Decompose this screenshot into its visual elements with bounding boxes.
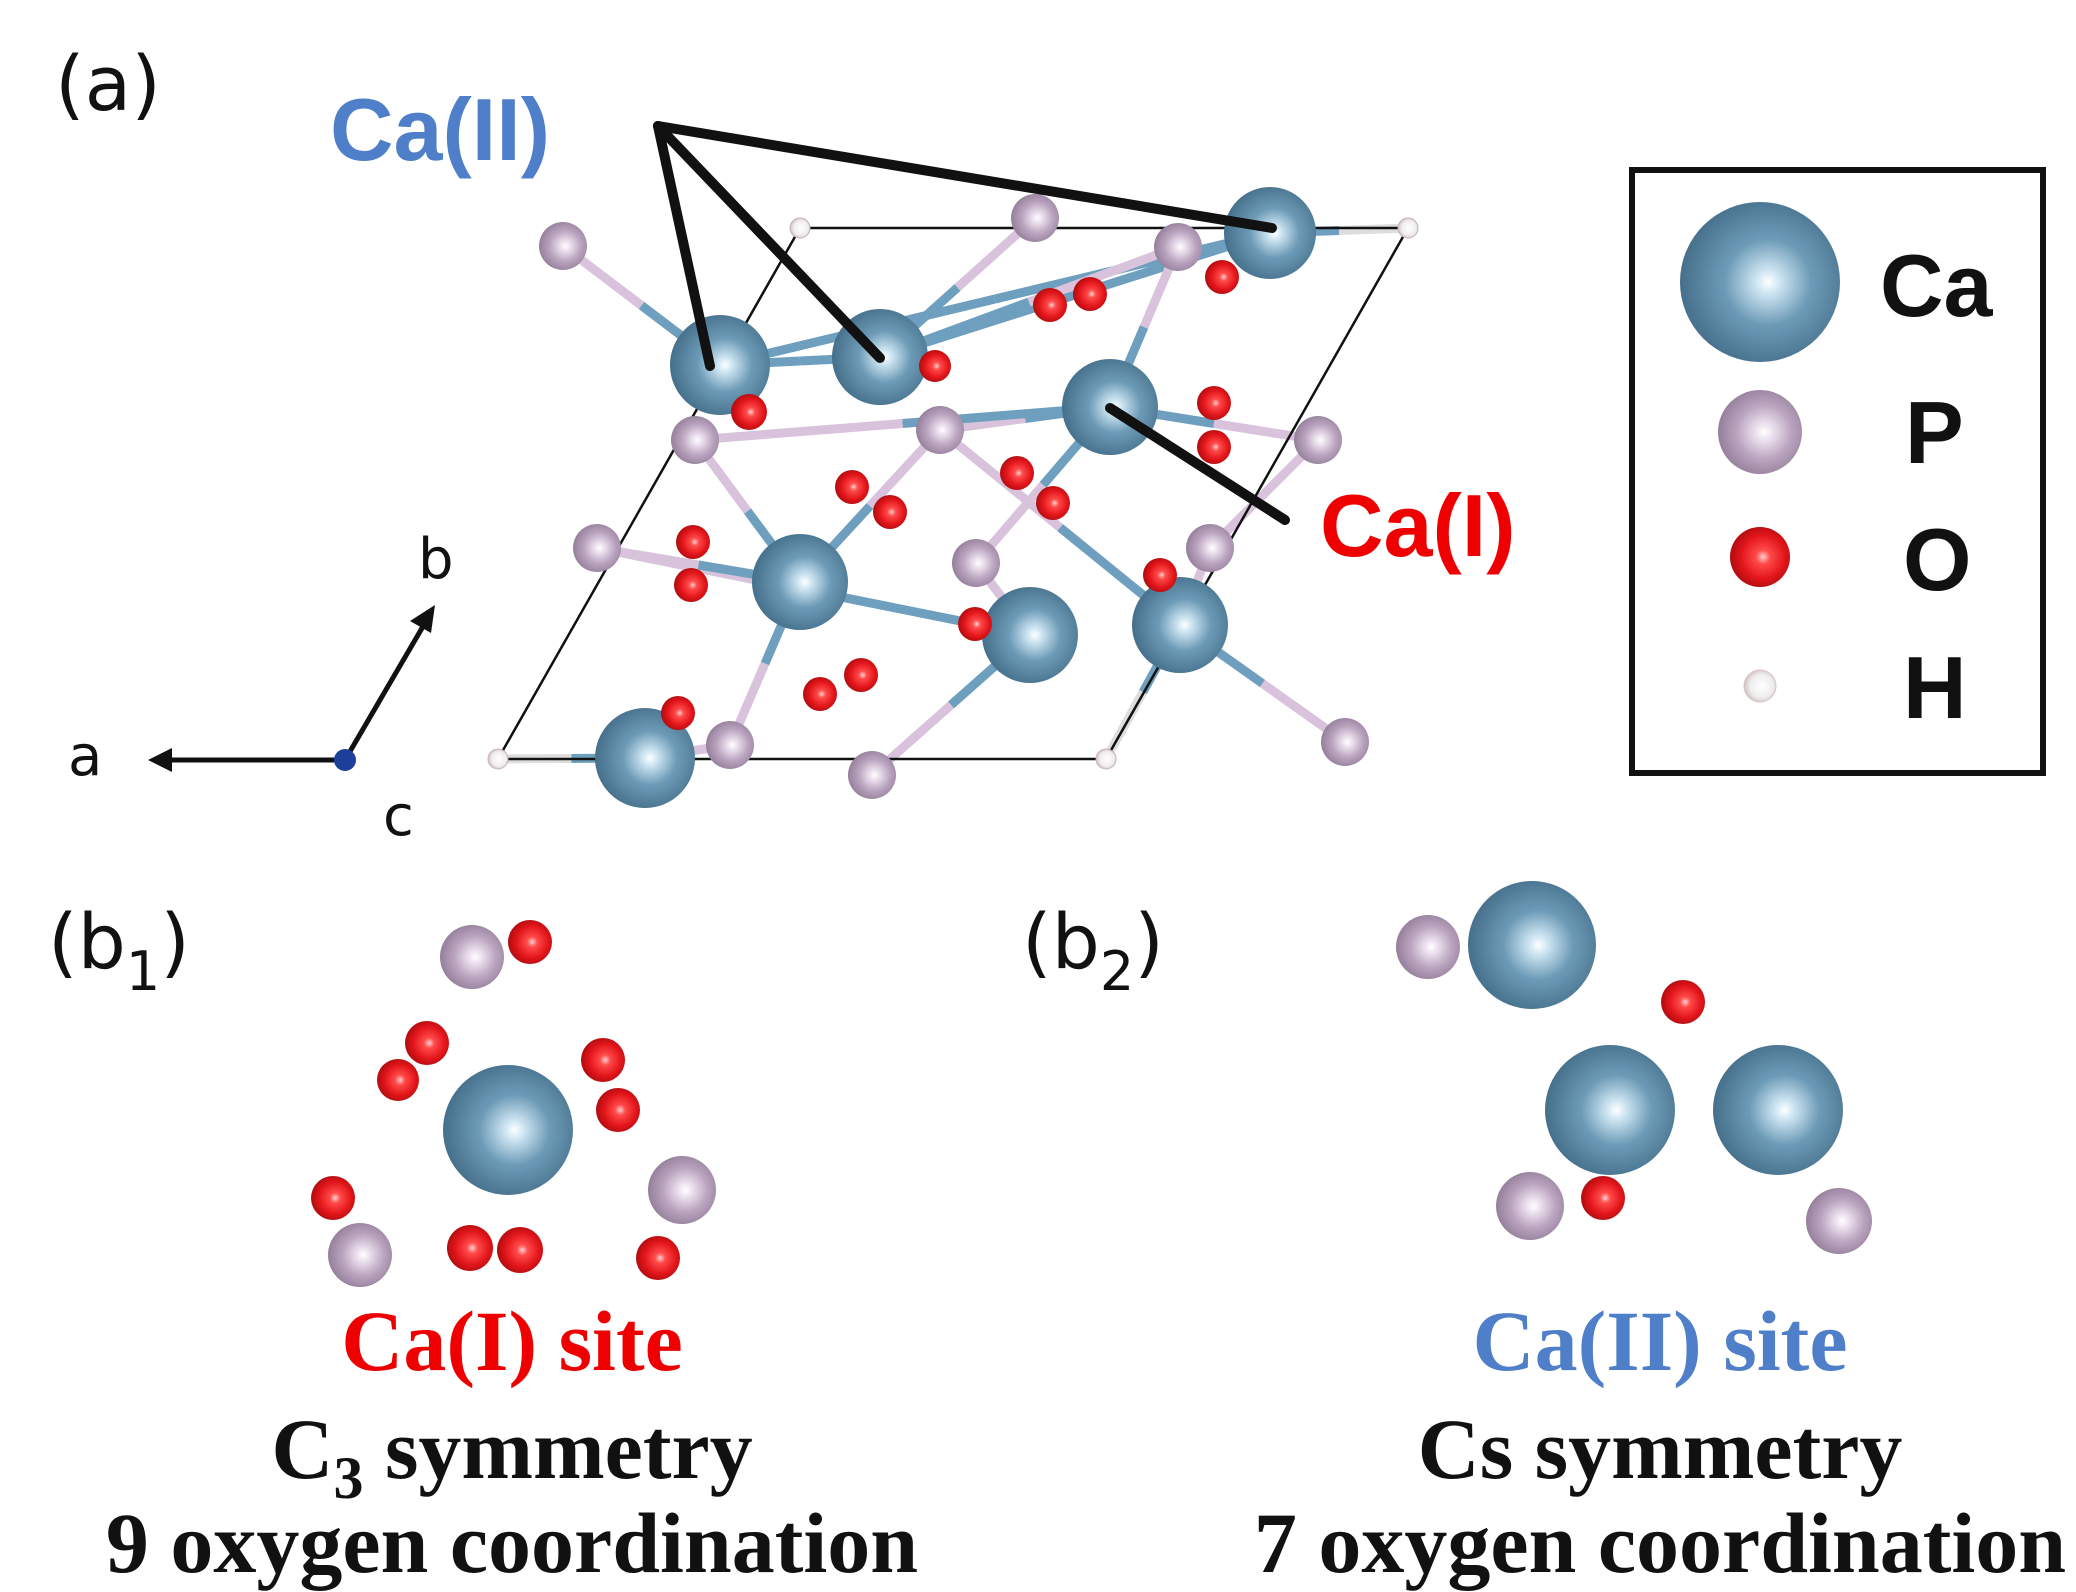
p-atom (1321, 718, 1369, 766)
o-atom (1033, 288, 1067, 322)
o-atom (1000, 456, 1034, 490)
o-atom (636, 1236, 680, 1280)
o-atom (919, 350, 951, 382)
o-atom (844, 658, 878, 692)
p-atom (1186, 524, 1234, 572)
o-atom (596, 1088, 640, 1132)
axis-b-label: b (418, 527, 454, 592)
ca2-label: Ca(II) (330, 80, 550, 179)
legend-o-swatch (1730, 527, 1790, 587)
b1-coordination-label: 9 oxygen coordination (106, 1495, 918, 1591)
o-atom (581, 1038, 625, 1082)
o-atom (731, 394, 767, 430)
o-atom (1205, 260, 1239, 294)
b1-site-label: Ca(I) site (341, 1293, 683, 1389)
legend-p-swatch (1718, 390, 1802, 474)
o-atom (377, 1059, 419, 1101)
ca2-site-cluster (1396, 881, 1872, 1254)
ca-atom (1468, 881, 1596, 1009)
axes-indicator: a b c (68, 527, 454, 849)
p-atom (1294, 416, 1342, 464)
b2-symmetry-label: Cs symmetry (1418, 1401, 1903, 1497)
o-atom (311, 1176, 355, 1220)
o-atom (405, 1021, 449, 1065)
p-atom (1496, 1172, 1564, 1240)
o-atom (1036, 486, 1070, 520)
p-atom (848, 751, 896, 799)
p-atom (648, 1156, 716, 1224)
p-atom (916, 406, 964, 454)
o-atom (1073, 277, 1107, 311)
p-atom (952, 539, 1000, 587)
ca1-site-cluster (311, 920, 716, 1287)
p-atom (328, 1223, 392, 1287)
o-atom (958, 607, 992, 641)
h-atom (1397, 217, 1419, 239)
o-atom (674, 568, 708, 602)
legend: Ca P O H (1629, 167, 2046, 776)
axis-c-label: c (383, 784, 414, 849)
o-atom (1581, 1176, 1625, 1220)
o-atom (447, 1225, 493, 1271)
ca-atom (982, 587, 1078, 683)
p-atom (1011, 194, 1059, 242)
ca-atom (1713, 1045, 1843, 1175)
legend-ca-swatch (1680, 202, 1840, 362)
o-atom (1197, 430, 1231, 464)
ca1-label: Ca(I) (1320, 476, 1516, 575)
panel-b1-tag: (b1) (48, 897, 190, 1003)
p-atom (573, 524, 621, 572)
ca-atom (1545, 1045, 1675, 1175)
h-atom (1095, 748, 1117, 770)
o-atom (661, 696, 695, 730)
ca-atom (670, 315, 770, 415)
legend-ca-label: Ca (1880, 236, 1994, 335)
bond (694, 419, 903, 445)
panel-a-tag: (a) (55, 39, 161, 128)
b2-site-label: Ca(II) site (1473, 1293, 1848, 1389)
o-atom (1143, 558, 1177, 592)
p-atom (706, 721, 754, 769)
o-atom (1197, 386, 1231, 420)
p-atom (1396, 915, 1460, 979)
o-atom (803, 677, 837, 711)
p-atom (440, 925, 504, 989)
b1-symmetry-label: C3 symmetry (271, 1401, 752, 1511)
legend-h-swatch (1743, 669, 1777, 703)
b2-coordination-label: 7 oxygen coordination (1254, 1495, 2066, 1591)
p-atom (1154, 223, 1202, 271)
h-atom (789, 217, 811, 239)
ca-atom (1132, 577, 1228, 673)
o-atom (497, 1227, 543, 1273)
ca2-pointer-lines (653, 121, 1277, 371)
crystal-structure-atoms (487, 187, 1419, 808)
legend-p-label: P (1905, 383, 1964, 482)
ca-atom (752, 534, 848, 630)
ca-atom (1224, 187, 1316, 279)
panel-b2-tag: (b2) (1022, 897, 1164, 1003)
ca1-pointer-line (1105, 403, 1290, 525)
h-atom (487, 748, 509, 770)
legend-o-label: O (1903, 510, 1971, 609)
bonds (497, 214, 1409, 779)
p-atom (671, 416, 719, 464)
o-atom (676, 525, 710, 559)
p-atom (1806, 1188, 1872, 1254)
legend-h-label: H (1903, 638, 1967, 737)
p-atom (539, 222, 587, 270)
axis-a-label: a (68, 724, 102, 789)
o-atom (1661, 980, 1705, 1024)
o-atom (835, 470, 869, 504)
o-atom (508, 920, 552, 964)
ca-atom (595, 708, 695, 808)
ca-atom (443, 1065, 573, 1195)
o-atom (873, 495, 907, 529)
